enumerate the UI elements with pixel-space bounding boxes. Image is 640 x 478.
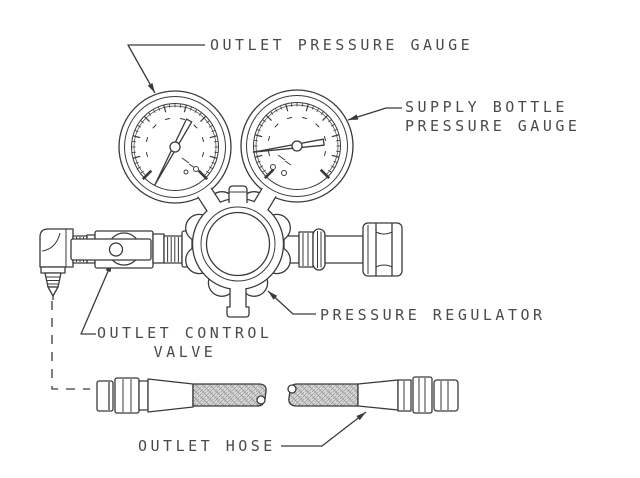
hose-left-ferrule (147, 378, 194, 413)
hose-left-collar (96, 380, 114, 412)
hex-nut (362, 222, 403, 277)
hose-braid-left (192, 383, 267, 407)
gauge-needle (252, 138, 325, 153)
gauge-hub (291, 140, 303, 152)
leader-arrowhead (356, 412, 366, 421)
leader-arrowhead (147, 82, 155, 93)
dashed-connection-line (51, 301, 90, 390)
elbow-fitting (39, 228, 74, 268)
label-outlet-control-line2: VALVE (153, 343, 217, 361)
leader-arrowhead (348, 114, 359, 120)
leader-arrowhead (268, 291, 278, 300)
leader-lines (80, 44, 402, 447)
outlet-control-valve-assembly (39, 228, 193, 300)
label-outlet-hose: OUTLET HOSE (138, 437, 276, 455)
hose-right-nut (412, 376, 433, 414)
label-supply-bottle-line2: PRESSURE GAUGE (405, 117, 581, 135)
outlet-hose (96, 376, 459, 414)
gauge-hub (169, 141, 181, 153)
gauge-tick-marks (131, 103, 219, 181)
outlet-pressure-gauge-dial (118, 90, 232, 204)
label-pressure-regulator: PRESSURE REGULATOR (320, 306, 546, 324)
body-stubs (226, 185, 250, 318)
label-outlet-pressure-gauge: OUTLET PRESSURE GAUGE (210, 36, 474, 54)
outlet-connection-fitting (283, 222, 403, 277)
label-outlet-control-line1: OUTLET CONTROL (97, 324, 273, 342)
hose-left-nut (114, 377, 140, 414)
supply-bottle-pressure-gauge-dial (240, 89, 354, 203)
gauge-necks (197, 187, 277, 212)
gauge-tick-marks (253, 102, 341, 180)
hose-braid-right (288, 383, 359, 407)
label-supply-bottle-line1: SUPPLY BOTTLE (405, 98, 568, 116)
hose-right-ferrule (357, 379, 399, 411)
pressure-regulator-body (185, 191, 291, 297)
